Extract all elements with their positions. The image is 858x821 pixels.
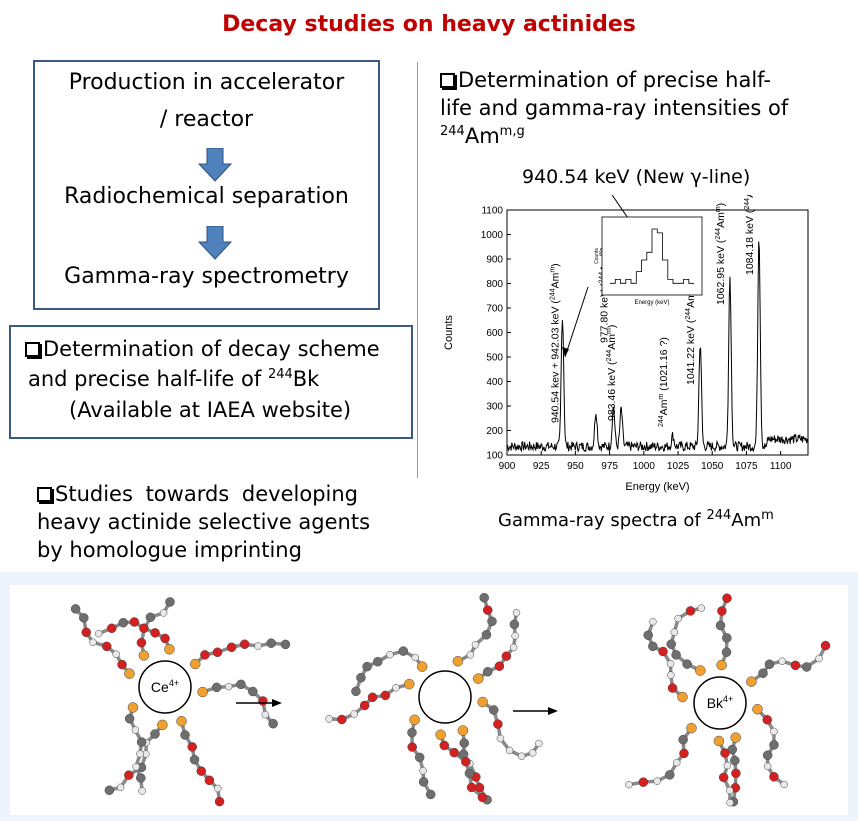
checkbox-bullet-icon <box>37 487 52 502</box>
x-tick-label: 1025 <box>667 461 690 472</box>
peak-label: 940.54 kev + 942.03 keV (244Amm) <box>549 263 561 423</box>
y-tick-label: 300 <box>486 402 503 413</box>
metal-ion-circle <box>693 676 747 730</box>
metal-ion-circle <box>138 660 192 714</box>
decay-line2: and precise half-life of 244Bk <box>28 367 320 391</box>
peak-label: 244Amm (1021.16 ?) <box>658 337 670 427</box>
imprinted-cavity-molecule <box>325 592 543 805</box>
peak-label: 1062.95 keV (244Amm) <box>715 203 727 305</box>
x-axis-label: Energy (keV) <box>625 481 689 493</box>
metal-ion-label: Ce4+ <box>151 678 179 695</box>
x-tick-label: 950 <box>567 461 584 472</box>
peak-label: 1084.18 keV (244Amm) <box>744 195 756 275</box>
ce-complex-molecule: Ce4+ <box>70 597 291 807</box>
down-arrow-icon <box>198 148 232 182</box>
decay-line1: Determination of decay scheme <box>25 335 380 363</box>
down-arrow-icon <box>198 226 232 260</box>
vertical-divider <box>417 62 418 478</box>
decay-line3: (Available at IAEA website) <box>69 398 352 422</box>
y-tick-label: 100 <box>486 451 503 462</box>
inset-x-label: Energy (keV) <box>634 300 669 306</box>
y-tick-label: 700 <box>486 304 503 315</box>
spectrum-series-line <box>506 241 809 453</box>
process-arrow-head <box>548 707 558 715</box>
bk-complex-molecule: Bk4+ <box>625 593 831 807</box>
x-tick-label: 1050 <box>701 461 724 472</box>
y-tick-label: 500 <box>486 353 503 364</box>
new-gamma-line-label: 940.54 keV (New γ-line) <box>522 166 751 188</box>
metal-ion-label: Bk4+ <box>707 694 734 711</box>
peak-label: 983.46 keV (244Amm) <box>606 325 618 421</box>
flow-step-production-line2: / reactor <box>159 107 254 132</box>
y-axis-label: Counts <box>443 315 455 350</box>
x-tick-label: 900 <box>499 461 516 472</box>
peak-label: 1041.22 keV (244Amm) <box>685 283 697 385</box>
y-tick-label: 400 <box>486 377 503 388</box>
flow-step-spectrometry: Gamma-ray spectrometry <box>64 264 349 289</box>
checkbox-bullet-icon <box>25 342 40 357</box>
callout-arrow <box>564 286 589 358</box>
x-tick-label: 1075 <box>735 461 758 472</box>
process-arrow-head <box>272 699 282 707</box>
spectrum-caption: Gamma-ray spectra of 244Amm <box>498 508 774 531</box>
x-tick-label: 1000 <box>633 461 656 472</box>
inset-series-line <box>610 228 694 284</box>
metal-ion-circle <box>418 670 472 724</box>
x-tick-label: 1100 <box>770 461 792 472</box>
y-tick-label: 1100 <box>481 206 503 217</box>
x-tick-label: 975 <box>601 461 618 472</box>
inset-y-label: Counts <box>594 248 600 264</box>
gamma-spectrum-chart: 900 925 950 975 1000 1025 1050 1075 1100 100 200 30… <box>443 195 809 493</box>
y-tick-label: 1000 <box>481 230 504 241</box>
production-flow-box: Production in accelerator / reactor Radi… <box>33 60 380 310</box>
y-tick-label: 900 <box>486 255 503 266</box>
flow-step-production: Production in accelerator <box>68 70 345 95</box>
y-tick-label: 800 <box>486 279 503 290</box>
y-tick-label: 200 <box>486 426 503 437</box>
am-heading: Determination of precise half- life and … <box>440 68 789 148</box>
checkbox-bullet-icon <box>440 73 455 88</box>
page-title: Decay studies on heavy actinides <box>222 12 636 37</box>
molecular-imprinting-canvas: Ce4+ Bk4+ <box>10 585 848 815</box>
decay-scheme-box: Determination of decay scheme and precis… <box>9 325 413 439</box>
flow-step-separation: Radiochemical separation <box>64 184 349 209</box>
y-tick-label: 600 <box>486 328 503 339</box>
studies-text: Studies towards developing heavy actinid… <box>37 482 371 562</box>
x-tick-label: 925 <box>533 461 550 472</box>
